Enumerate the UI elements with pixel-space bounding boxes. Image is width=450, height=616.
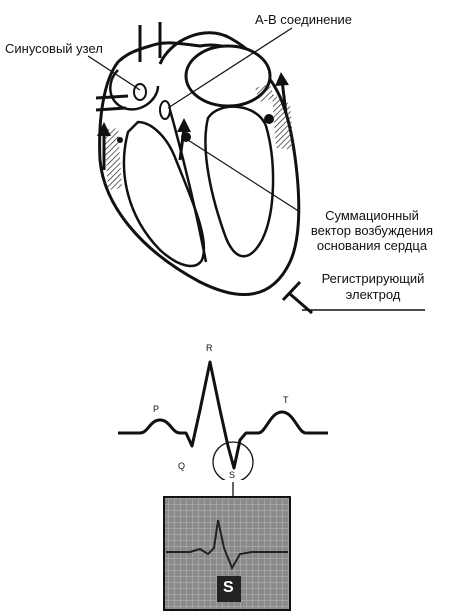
ecg-t-label: T [283, 395, 289, 405]
recording-s-patch [217, 576, 241, 602]
arrow-right-wall [275, 72, 289, 115]
right-ventricle-cavity [122, 120, 206, 268]
hatched-area-right [104, 128, 122, 190]
left-ventricle-cavity [204, 105, 275, 258]
vector-label-line2: вектор возбуждения [310, 223, 434, 238]
electrode-label-line1: Регистрирующий [321, 271, 425, 286]
vector-label-line1: Суммационный [325, 208, 419, 223]
ecg-s-label: S [229, 470, 236, 480]
arrow-left-wall [97, 122, 111, 170]
leader-av-node [167, 27, 293, 109]
leader-sinus-node [87, 55, 141, 91]
hatched-area-left [272, 94, 294, 150]
electrode-label-line2: электрод [345, 287, 401, 302]
sinus-node-label: Синусовый узел [5, 41, 103, 56]
interventricular-septum [168, 109, 208, 263]
ecg-waveform [118, 360, 328, 480]
arrow-septum [177, 118, 191, 161]
recording-trace [166, 519, 288, 571]
leader-vector [187, 139, 301, 213]
recording-s-label: S [223, 579, 234, 596]
ecg-p-label: P [153, 404, 160, 414]
ecg-r-label: R [206, 343, 213, 353]
heart-diagram [87, 22, 425, 315]
vector-dot-small [117, 137, 123, 143]
aorta-vessel [138, 22, 162, 62]
ecg-trace [118, 360, 328, 470]
vector-label-line3: основания сердца [316, 238, 428, 253]
hatched-area-top [255, 84, 274, 102]
vena-cava [95, 94, 129, 112]
vector-dot-left [264, 114, 274, 124]
av-node [159, 100, 171, 120]
s-wave-highlight-circle [212, 441, 254, 480]
electrode-symbol [281, 280, 425, 315]
av-node-label: А-В соединение [255, 12, 353, 27]
ecg-q-label: Q [178, 461, 186, 471]
